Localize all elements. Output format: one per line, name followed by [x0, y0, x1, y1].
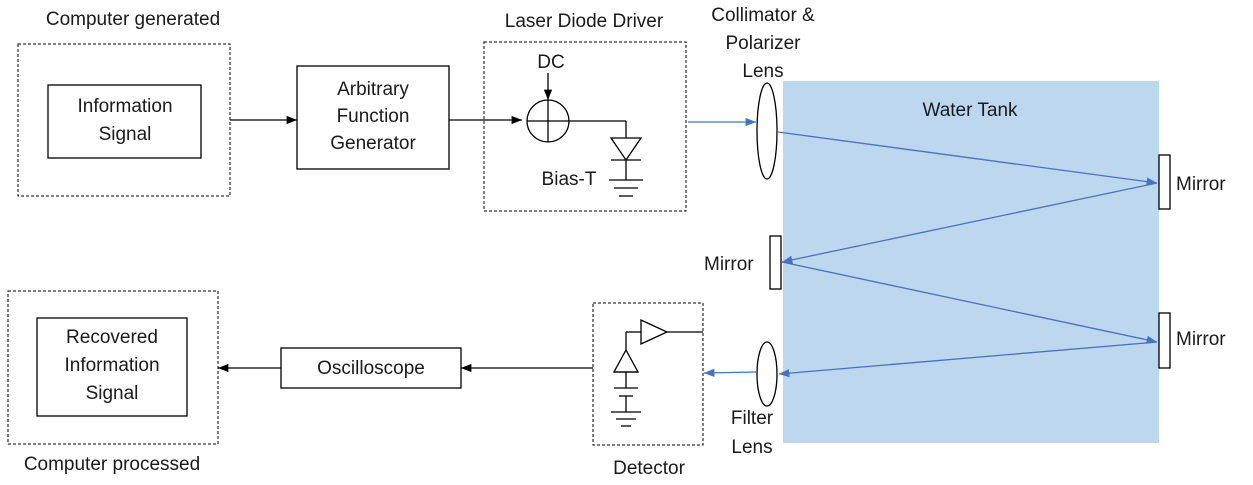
detector-bias-icon — [614, 387, 638, 412]
filter-lens-label-line1: Filter — [731, 408, 774, 429]
oscilloscope-label: Oscilloscope — [317, 358, 425, 379]
detector-group — [592, 302, 704, 446]
recovered-information-signal-box — [36, 317, 188, 417]
filter-lens-icon — [756, 341, 778, 407]
mirror-mid-label: Mirror — [704, 254, 754, 275]
water-tank — [783, 81, 1159, 443]
beam-to-filter-lens — [778, 341, 1158, 378]
beam-to-mirror-top — [777, 131, 1158, 186]
afg-line3: Generator — [330, 133, 416, 154]
afg-line1: Arbitrary — [337, 79, 409, 100]
information-signal-line1: Information — [77, 96, 172, 117]
detector-label: Detector — [613, 458, 685, 479]
mirror-top-label: Mirror — [1176, 174, 1226, 195]
photodiode-icon — [612, 348, 640, 388]
collimator-label-line3: Lens — [742, 61, 783, 82]
bias-t-label: Bias-T — [542, 169, 597, 190]
filter-lens-label-line2: Lens — [731, 437, 772, 458]
water-tank-label: Water Tank — [922, 100, 1018, 121]
ground-icon — [609, 179, 643, 197]
afg-line2: Function — [337, 106, 410, 127]
beam-to-mirror-bottom — [781, 261, 1158, 344]
collimator-lens-icon — [756, 82, 778, 180]
amplifier-icon — [625, 318, 703, 350]
mirror-top-icon — [1158, 154, 1171, 210]
recovered-line1: Recovered — [66, 327, 158, 348]
recovered-line2: Information — [64, 355, 159, 376]
mirror-bottom-label: Mirror — [1176, 329, 1226, 350]
information-signal-line2: Signal — [99, 124, 152, 145]
computer-processed-label: Computer processed — [24, 454, 200, 475]
mirror-bottom-icon — [1158, 312, 1171, 369]
computer-generated-label: Computer generated — [46, 9, 220, 30]
detector-ground-icon — [611, 411, 641, 427]
oscilloscope-box — [280, 347, 462, 389]
beam-to-mirror-mid — [781, 182, 1158, 264]
beam-filter-to-detector — [703, 368, 757, 377]
collimator-label-line2: Polarizer — [726, 33, 802, 54]
bias-tee-summer-icon — [526, 99, 570, 143]
laser-diode-icon — [609, 137, 643, 180]
laser-diode-driver-group — [483, 41, 687, 212]
recovered-line3: Signal — [86, 383, 139, 404]
mirror-mid-icon — [769, 235, 782, 290]
dc-label: DC — [537, 52, 564, 73]
arbitrary-function-generator-box — [296, 65, 450, 170]
collimator-label-line1: Collimator & — [711, 5, 815, 26]
computer-processed-group — [7, 290, 219, 445]
laser-diode-driver-label: Laser Diode Driver — [505, 11, 664, 32]
information-signal-box — [47, 84, 202, 159]
